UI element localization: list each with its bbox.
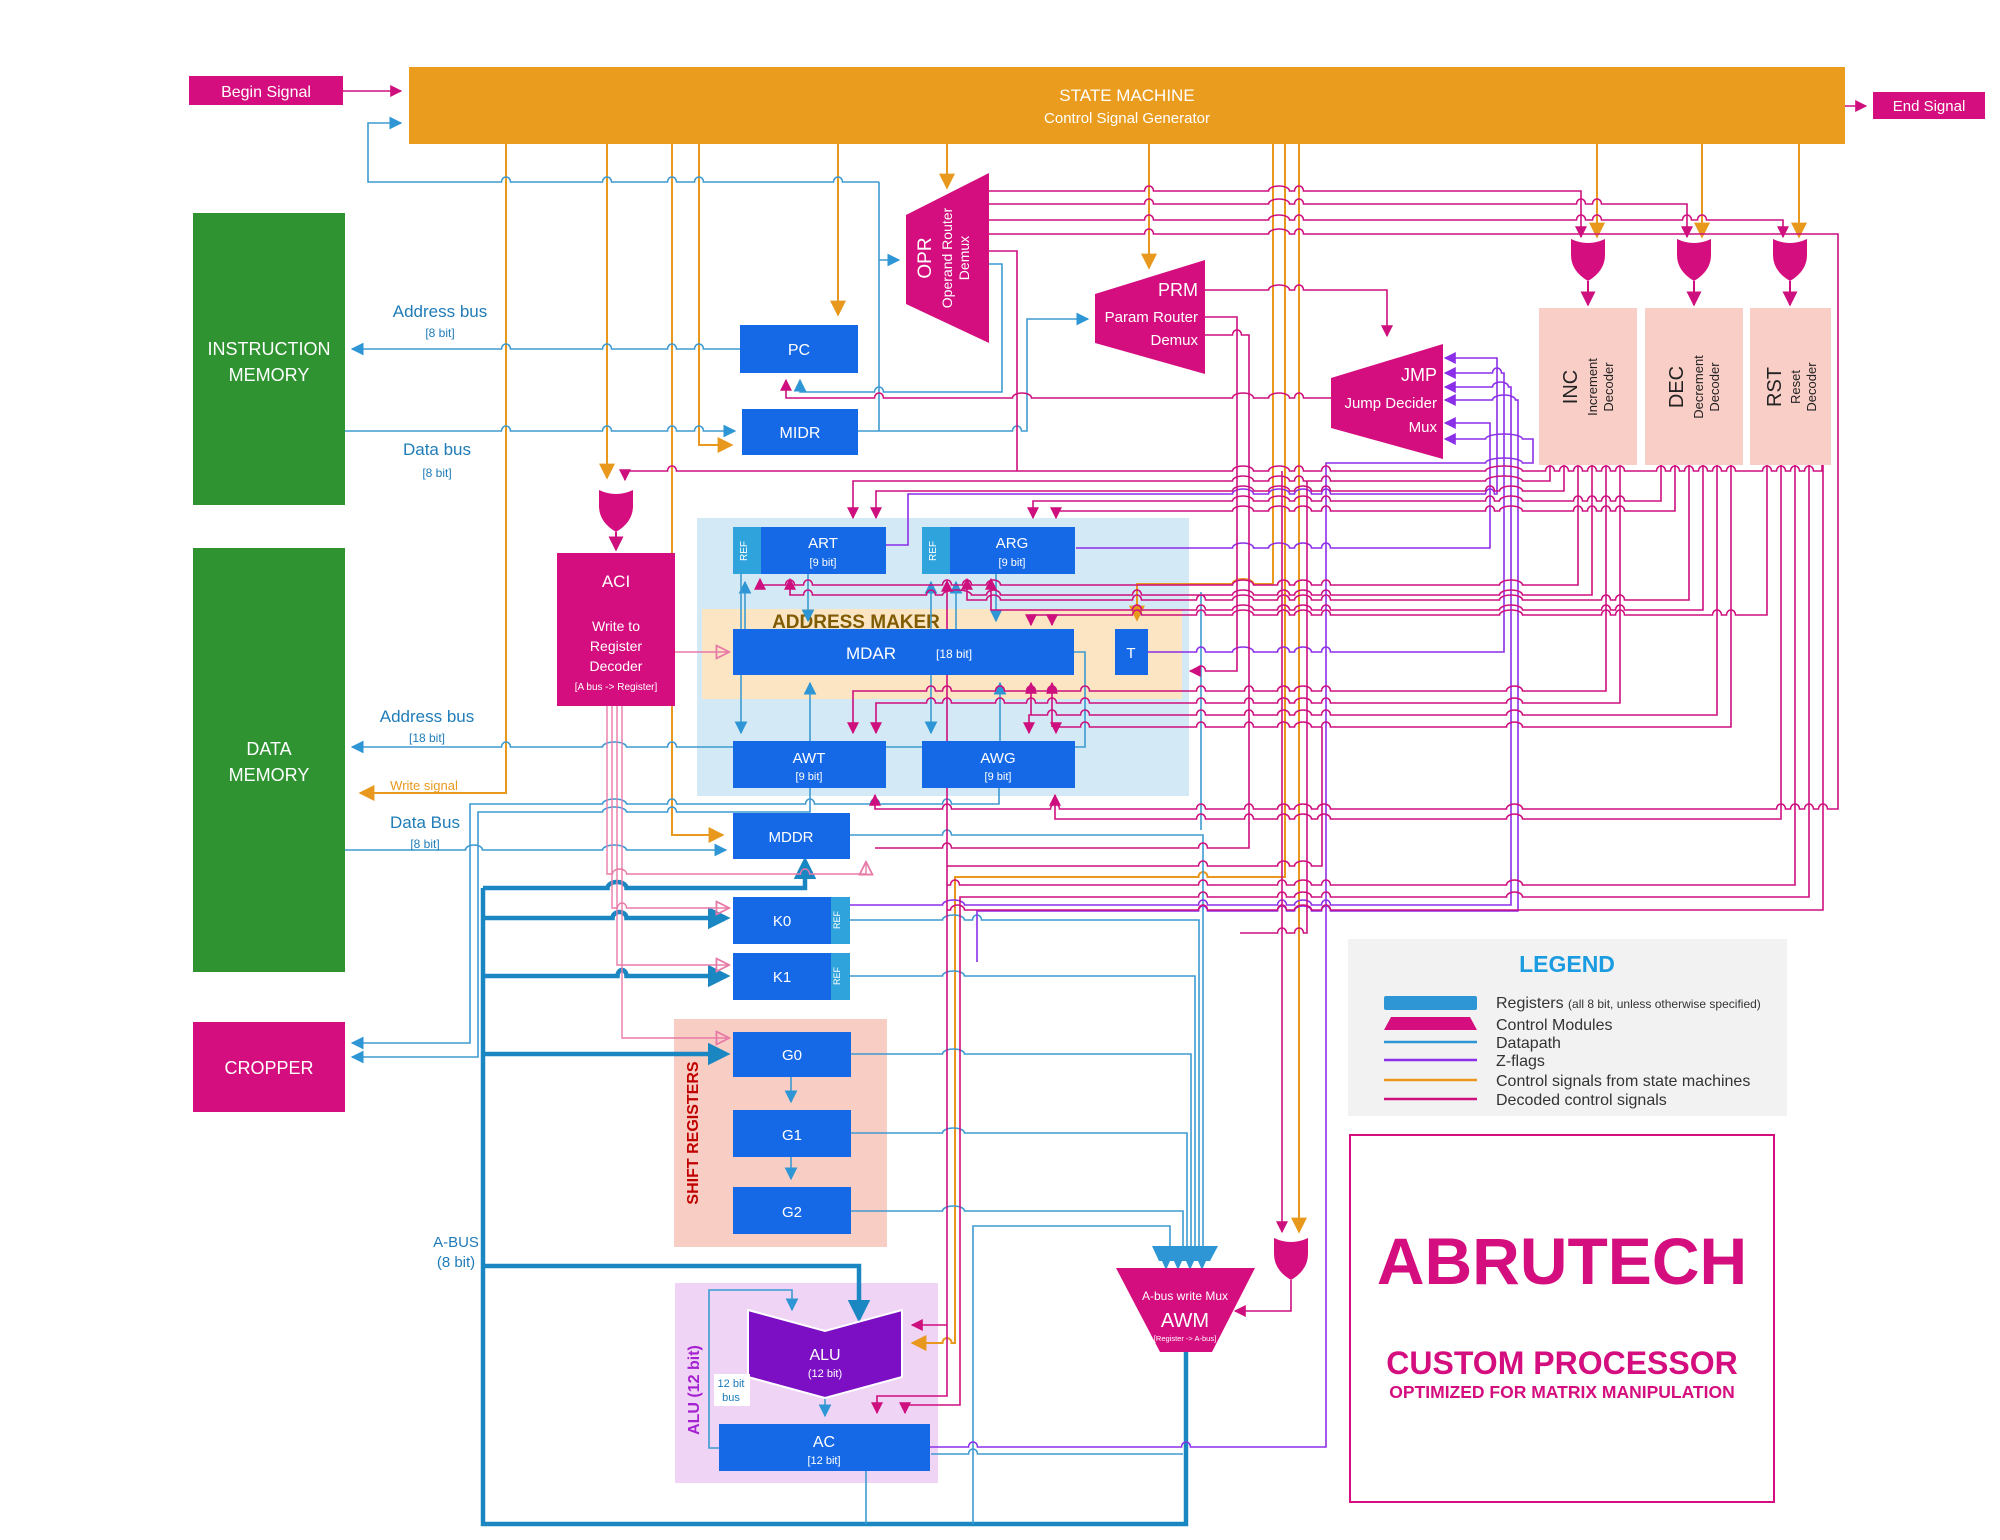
- svg-text:Decoder: Decoder: [590, 658, 643, 674]
- svg-text:Data Bus: Data Bus: [390, 813, 460, 832]
- svg-text:Register: Register: [590, 638, 642, 654]
- svg-text:INSTRUCTION: INSTRUCTION: [208, 339, 331, 359]
- svg-text:[9 bit]: [9 bit]: [810, 557, 837, 569]
- svg-text:AWM: AWM: [1161, 1310, 1209, 1332]
- svg-text:Address bus: Address bus: [380, 707, 475, 726]
- svg-text:CUSTOM PROCESSOR: CUSTOM PROCESSOR: [1386, 1345, 1737, 1381]
- svg-text:Decrement: Decrement: [1691, 355, 1706, 419]
- svg-text:MDAR: MDAR: [846, 644, 896, 663]
- svg-text:End Signal: End Signal: [1893, 98, 1966, 115]
- svg-text:Param Router: Param Router: [1105, 309, 1198, 326]
- svg-text:(8 bit): (8 bit): [437, 1254, 475, 1271]
- svg-text:OPTIMIZED FOR MATRIX MANIPULAT: OPTIMIZED FOR MATRIX MANIPULATION: [1389, 1382, 1734, 1402]
- svg-text:G2: G2: [782, 1204, 802, 1221]
- svg-text:Datapath: Datapath: [1496, 1035, 1561, 1052]
- svg-text:Data bus: Data bus: [403, 440, 471, 459]
- svg-text:T: T: [1126, 645, 1135, 662]
- svg-text:A-bus write Mux: A-bus write Mux: [1142, 1289, 1228, 1303]
- svg-text:Control Modules: Control Modules: [1496, 1017, 1613, 1034]
- svg-text:Write to: Write to: [592, 618, 640, 634]
- svg-text:Operand Router: Operand Router: [939, 207, 955, 308]
- svg-text:AWG: AWG: [980, 750, 1015, 767]
- svg-text:SHIFT REGISTERS: SHIFT REGISTERS: [685, 1061, 702, 1204]
- svg-text:DATA: DATA: [246, 739, 291, 759]
- svg-text:Z-flags: Z-flags: [1496, 1053, 1545, 1070]
- svg-text:Increment: Increment: [1585, 358, 1600, 416]
- svg-text:ACI: ACI: [602, 572, 630, 591]
- svg-text:LEGEND: LEGEND: [1519, 951, 1615, 977]
- svg-text:AC: AC: [813, 1434, 835, 1451]
- svg-text:Write signal: Write signal: [390, 778, 458, 793]
- svg-text:STATE MACHINE: STATE MACHINE: [1059, 86, 1194, 105]
- svg-text:CROPPER: CROPPER: [224, 1058, 313, 1078]
- svg-text:MEMORY: MEMORY: [229, 365, 310, 385]
- svg-text:Demux: Demux: [1150, 332, 1198, 349]
- svg-text:ARG: ARG: [996, 535, 1029, 552]
- svg-text:Mux: Mux: [1409, 419, 1438, 436]
- svg-text:[A bus -> Register]: [A bus -> Register]: [575, 682, 658, 693]
- svg-text:[Register -> A-bus]: [Register -> A-bus]: [1154, 1334, 1216, 1343]
- svg-text:Control Signal Generator: Control Signal Generator: [1044, 110, 1210, 127]
- svg-text:[9 bit]: [9 bit]: [985, 771, 1012, 783]
- svg-text:[8 bit]: [8 bit]: [425, 326, 454, 340]
- svg-text:ALU: ALU: [809, 1347, 840, 1364]
- svg-text:ALU (12 bit): ALU (12 bit): [686, 1345, 703, 1435]
- svg-text:Begin Signal: Begin Signal: [221, 84, 311, 101]
- svg-text:AWT: AWT: [793, 750, 826, 767]
- svg-text:OPR: OPR: [915, 237, 936, 278]
- svg-text:K0: K0: [773, 913, 791, 930]
- svg-text:bus: bus: [722, 1392, 740, 1404]
- svg-text:[9 bit]: [9 bit]: [999, 557, 1026, 569]
- svg-text:K1: K1: [773, 969, 791, 986]
- svg-text:PC: PC: [788, 342, 810, 359]
- svg-text:[18 bit]: [18 bit]: [409, 731, 445, 745]
- svg-text:12 bit: 12 bit: [718, 1378, 745, 1390]
- svg-text:(12 bit): (12 bit): [808, 1368, 842, 1380]
- svg-text:[12 bit]: [12 bit]: [807, 1455, 840, 1467]
- svg-text:MIDR: MIDR: [780, 425, 821, 442]
- svg-text:REF: REF: [928, 541, 939, 561]
- svg-text:JMP: JMP: [1401, 365, 1437, 385]
- svg-text:Decoder: Decoder: [1707, 362, 1722, 412]
- svg-text:RST: RST: [1764, 367, 1786, 407]
- svg-text:INC: INC: [1560, 370, 1582, 404]
- svg-text:Decoder: Decoder: [1601, 362, 1616, 412]
- svg-text:Registers (all 8 bit, unless o: Registers (all 8 bit, unless otherwise s…: [1496, 995, 1761, 1012]
- svg-text:PRM: PRM: [1158, 280, 1198, 300]
- svg-text:REF: REF: [832, 910, 842, 929]
- svg-text:G1: G1: [782, 1127, 802, 1144]
- svg-text:Control signals from state mac: Control signals from state machines: [1496, 1073, 1750, 1090]
- svg-text:A-BUS: A-BUS: [433, 1234, 479, 1251]
- svg-text:ART: ART: [808, 535, 838, 552]
- svg-text:Decoded control signals: Decoded control signals: [1496, 1092, 1667, 1109]
- svg-text:MEMORY: MEMORY: [229, 765, 310, 785]
- svg-text:ABRUTECH: ABRUTECH: [1377, 1224, 1747, 1298]
- svg-text:[8 bit]: [8 bit]: [410, 837, 439, 851]
- svg-text:G0: G0: [782, 1047, 802, 1064]
- svg-text:DEC: DEC: [1666, 366, 1688, 408]
- svg-text:[18 bit]: [18 bit]: [936, 647, 972, 661]
- svg-text:[9 bit]: [9 bit]: [796, 771, 823, 783]
- svg-text:Demux: Demux: [956, 236, 972, 280]
- svg-text:REF: REF: [739, 541, 750, 561]
- svg-text:Address bus: Address bus: [393, 302, 488, 321]
- svg-text:[8 bit]: [8 bit]: [422, 466, 451, 480]
- svg-text:REF: REF: [832, 966, 842, 985]
- svg-text:Jump Decider: Jump Decider: [1344, 395, 1437, 412]
- svg-text:Decoder: Decoder: [1804, 362, 1819, 412]
- svg-text:MDDR: MDDR: [769, 829, 814, 846]
- svg-text:Reset: Reset: [1788, 370, 1803, 404]
